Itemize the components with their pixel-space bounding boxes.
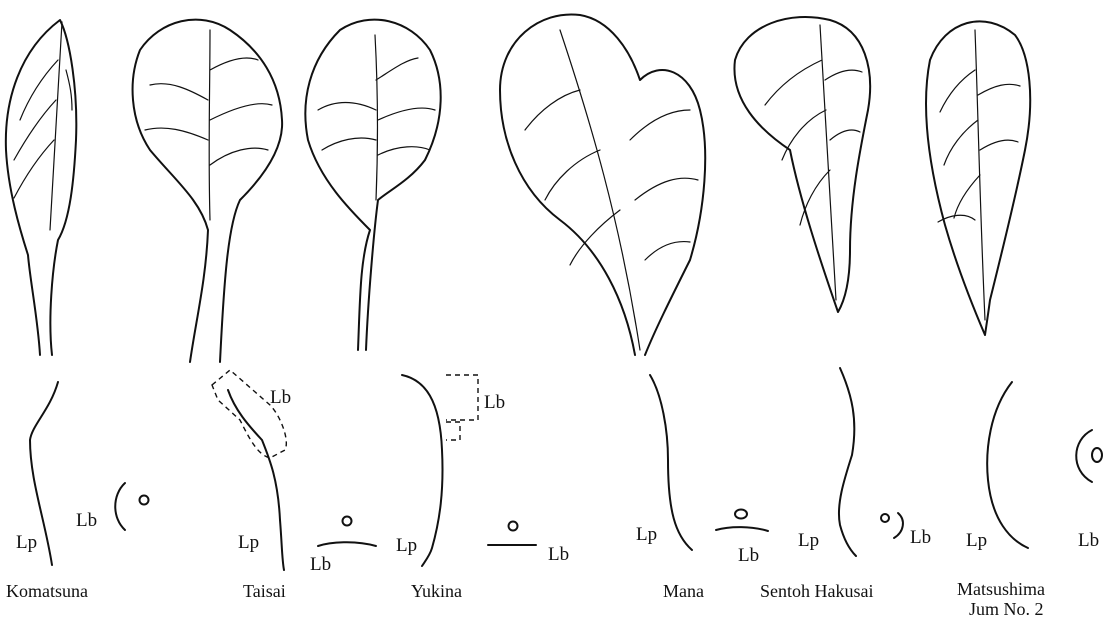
yukina-lb-label-top: Lb bbox=[484, 392, 505, 413]
sentoh-hakusai-lp-label: Lp bbox=[798, 530, 819, 551]
komatsuna-blade-section bbox=[115, 483, 148, 530]
taisai-blade-section bbox=[318, 517, 376, 547]
komatsuna-lb-label: Lb bbox=[76, 510, 97, 531]
sentoh-hakusai-leaf bbox=[734, 17, 870, 312]
matsushima-lp-label: Lp bbox=[966, 530, 987, 551]
komatsuna-lp-label: Lp bbox=[16, 532, 37, 553]
mana-lb-label: Lb bbox=[738, 545, 759, 566]
matsushima-name-line2: Jum No. 2 bbox=[969, 599, 1044, 619]
matsushima-petiole-profile bbox=[987, 382, 1028, 548]
sentoh-hakusai-lb-label: Lb bbox=[910, 527, 931, 548]
taisai-lb-label: Lb bbox=[310, 554, 331, 575]
sentoh-hakusai-blade-section bbox=[881, 513, 903, 538]
taisai-lb-label-top: Lb bbox=[270, 387, 291, 408]
yukina-name: Yukina bbox=[411, 581, 462, 601]
taisai-leaf bbox=[133, 20, 283, 362]
yukina-lp-label: Lp bbox=[396, 535, 417, 556]
matsushima-name: Matsushima bbox=[957, 579, 1045, 599]
mana-leaf bbox=[500, 14, 705, 355]
matsushima-blade-section bbox=[1076, 430, 1102, 482]
komatsuna-leaf bbox=[6, 20, 76, 355]
komatsuna-name: Komatsuna bbox=[6, 581, 88, 601]
sentoh-hakusai-name: Sentoh Hakusai bbox=[760, 581, 873, 601]
yukina-blade-section bbox=[488, 522, 536, 546]
taisai-name: Taisai bbox=[243, 581, 286, 601]
mana-blade-section bbox=[716, 510, 768, 532]
taisai-lp-label: Lp bbox=[238, 532, 259, 553]
matsushima-leaf bbox=[926, 21, 1030, 335]
yukina-leaf bbox=[305, 20, 440, 350]
matsushima-lb-label: Lb bbox=[1078, 530, 1099, 551]
mana-lp-label: Lp bbox=[636, 524, 657, 545]
yukina-lb-label: Lb bbox=[548, 544, 569, 565]
sentoh-hakusai-petiole-profile bbox=[839, 368, 856, 556]
mana-name: Mana bbox=[663, 581, 704, 601]
